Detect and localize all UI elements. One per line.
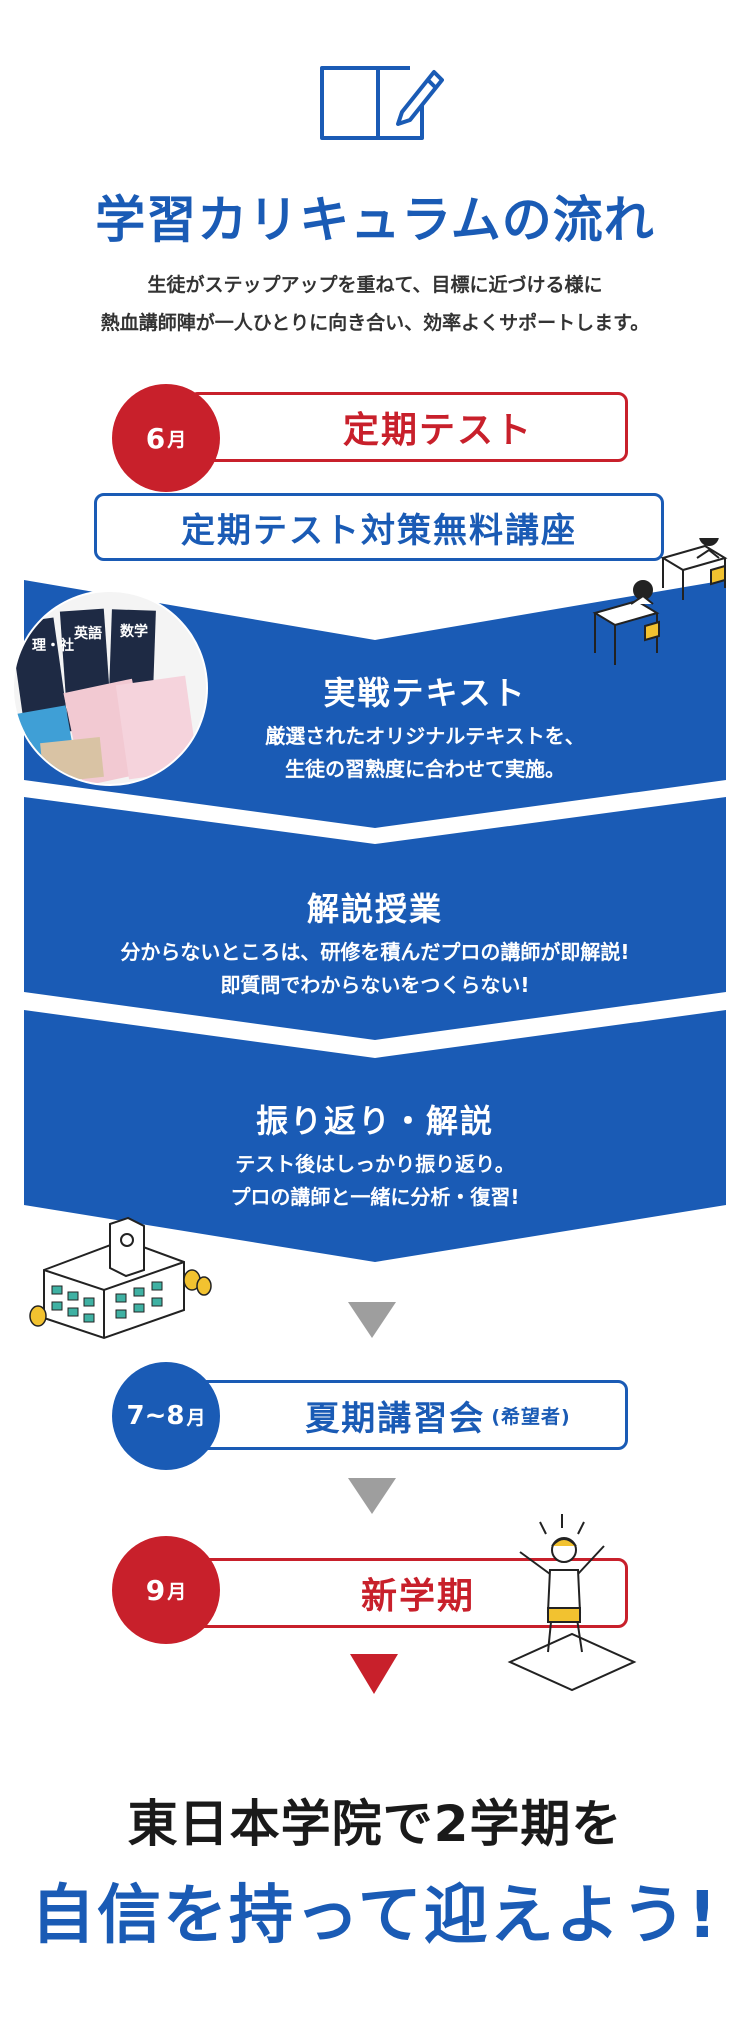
intro-text: 生徒がステップアップを重ねて、目標に近づける様に 熱血講師陣が一人ひとりに向き合… — [0, 266, 750, 342]
page-title: 学習カリキュラムの流れ — [95, 191, 655, 249]
september-month-number: 9 — [145, 1573, 166, 1607]
free-course-label: 定期テスト対策無料講座 — [181, 510, 577, 551]
panel-1-title: 実戦テキスト — [323, 674, 527, 712]
celebrating-student-illustration — [507, 1514, 637, 1692]
summer-label: 夏期講習会 — [305, 1398, 486, 1439]
month-unit: 月 — [167, 1580, 187, 1603]
down-arrow-red — [350, 1654, 398, 1694]
free-course-pill: 定期テスト対策無料講座 — [94, 493, 664, 561]
intro-line: 生徒がステップアップを重ねて、目標に近づける様に — [147, 274, 603, 296]
september-step-label: 新学期 — [361, 1576, 476, 1617]
panel-2-title: 解説授業 — [306, 890, 443, 928]
panel-3-shape — [24, 1010, 726, 1262]
panel-2-text: 分からないところは、研修を積んだプロの講師が即解説! 即質問でわからないをつくら… — [0, 936, 750, 1002]
panel-line: プロの講師と一緒に分析・復習! — [230, 1185, 520, 1209]
textbook-label: 理・社 — [32, 637, 74, 654]
panel-3-title: 振り返り・解説 — [255, 1102, 494, 1140]
panel-2-shape — [24, 797, 726, 1040]
closing-line-2: 自信を持って迎えよう! — [31, 1879, 719, 1953]
school-building-illustration — [29, 1216, 212, 1340]
closing-line-1: 東日本学院で2学期を — [127, 1795, 623, 1853]
june-month-number: 6 — [145, 421, 166, 455]
down-arrow — [348, 1478, 396, 1514]
students-at-desks-illustration — [592, 538, 728, 665]
panel-line: 即質問でわからないをつくらない! — [220, 973, 530, 997]
panel-line: テスト後はしっかり振り返り。 — [235, 1152, 515, 1176]
panel-1-text: 厳選されたオリジナルテキストを、 生徒の習熟度に合わせて実施。 — [0, 720, 750, 786]
intro-line: 熱血講師陣が一人ひとりに向き合い、効率よくサポートします。 — [100, 312, 650, 334]
june-step-label: 定期テスト — [342, 410, 533, 451]
month-unit: 月 — [167, 428, 187, 451]
june-step-pill: 定期テスト — [188, 392, 628, 462]
summer-step-pill: 夏期講習会(希望者) — [188, 1380, 628, 1450]
summer-step-label: 夏期講習会(希望者) — [251, 1383, 625, 1447]
textbooks-photo: 理・社 英語 数学 — [12, 590, 208, 786]
panel-line: 生徒の習熟度に合わせて実施。 — [285, 757, 565, 781]
summer-note: (希望者) — [491, 1405, 571, 1428]
month-unit: 月 — [186, 1406, 206, 1429]
textbook-label: 数学 — [120, 623, 148, 640]
textbook-label: 英語 — [73, 625, 102, 642]
summer-month-number: 7~8 — [126, 1401, 185, 1431]
panel-line: 厳選されたオリジナルテキストを、 — [265, 724, 585, 748]
panel-line: 分からないところは、研修を積んだプロの講師が即解説! — [120, 940, 630, 964]
open-book-pencil-icon — [320, 66, 444, 140]
down-arrow — [348, 1302, 396, 1338]
panel-3-text: テスト後はしっかり振り返り。 プロの講師と一緒に分析・復習! — [0, 1148, 750, 1214]
panel-1-shape — [24, 580, 726, 828]
